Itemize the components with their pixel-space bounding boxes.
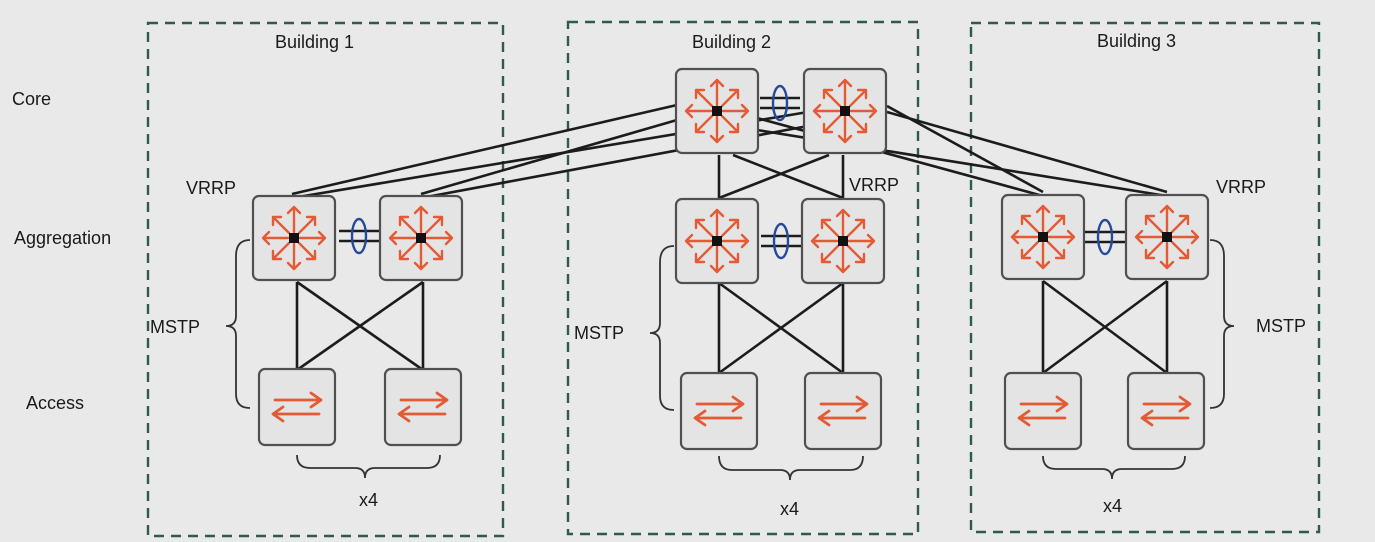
building-3-frame bbox=[969, 21, 1321, 534]
switch-icon bbox=[803, 371, 883, 451]
router-icon bbox=[674, 67, 760, 155]
layer-label-access: Access bbox=[26, 393, 84, 413]
link-aggregation-icon bbox=[339, 217, 379, 255]
switch-icon bbox=[1126, 371, 1206, 451]
link-core-b1 bbox=[420, 118, 678, 196]
layer-label-aggregation: Aggregation bbox=[14, 228, 111, 248]
multiplier-label: x4 bbox=[780, 499, 799, 519]
link-aggregation-icon bbox=[760, 84, 800, 122]
switch-icon bbox=[1003, 371, 1083, 451]
building-title: Building 1 bbox=[275, 32, 354, 52]
x4-brace bbox=[1042, 455, 1186, 480]
link-core-b1 bbox=[291, 103, 678, 196]
link-core-b3 bbox=[756, 116, 1044, 198]
layer-label-core: Core bbox=[12, 89, 51, 109]
switch-icon bbox=[679, 371, 759, 451]
link-core-b2 bbox=[732, 153, 844, 200]
building-title: Building 2 bbox=[692, 32, 771, 52]
router-icon bbox=[674, 197, 760, 285]
link-core-b2 bbox=[718, 153, 830, 200]
mstp-brace bbox=[225, 239, 251, 409]
mstp-brace bbox=[649, 245, 675, 411]
link-aggregation-icon bbox=[761, 222, 801, 260]
router-icon bbox=[251, 194, 337, 282]
router-icon bbox=[1124, 193, 1210, 281]
network-links bbox=[291, 103, 1169, 375]
vrrp-label: VRRP bbox=[849, 175, 899, 195]
switch-icon bbox=[257, 367, 337, 447]
link-agg-access bbox=[296, 280, 424, 372]
router-icon bbox=[800, 197, 886, 285]
mstp-label: MSTP bbox=[574, 323, 624, 343]
switch-icon bbox=[383, 367, 463, 447]
vrrp-label: VRRP bbox=[186, 178, 236, 198]
mstp-brace bbox=[1209, 239, 1235, 409]
multiplier-label: x4 bbox=[359, 490, 378, 510]
router-icon bbox=[802, 67, 888, 155]
link-aggregation-icon bbox=[1085, 218, 1125, 256]
x4-brace bbox=[296, 454, 441, 479]
x4-brace bbox=[718, 455, 864, 481]
link-agg-access bbox=[1042, 279, 1168, 375]
router-icon bbox=[378, 194, 464, 282]
mstp-label: MSTP bbox=[1256, 316, 1306, 336]
vrrp-label: VRRP bbox=[1216, 177, 1266, 197]
mstp-label: MSTP bbox=[150, 317, 200, 337]
building-title: Building 3 bbox=[1097, 31, 1176, 51]
multiplier-label: x4 bbox=[1103, 496, 1122, 516]
link-agg-access bbox=[718, 281, 844, 375]
link-core-b3 bbox=[886, 110, 1168, 194]
router-icon bbox=[1000, 193, 1086, 281]
building-2-frame bbox=[566, 20, 920, 536]
building-1-frame bbox=[146, 21, 505, 538]
